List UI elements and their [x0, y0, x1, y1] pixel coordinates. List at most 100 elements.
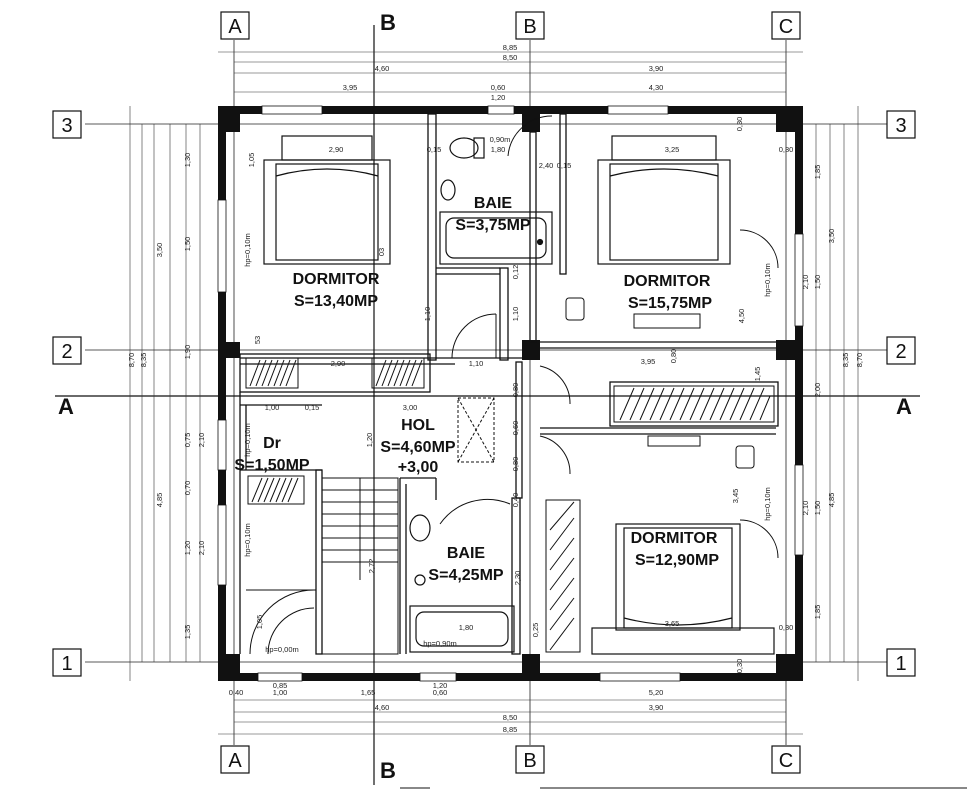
axis-grid [85, 40, 888, 745]
axis-label-top-c: C [779, 16, 793, 38]
dim-bot-left: 4,60 [375, 703, 390, 712]
interior-walls [239, 113, 779, 655]
section-label-left-a: A [58, 394, 74, 419]
staircase [246, 477, 399, 655]
axis-label-bottom-c: C [779, 750, 793, 772]
dim-right-inner: 8,35 [841, 353, 850, 368]
dim-in-120: 1,20 [365, 433, 374, 448]
dim-bot-g: 5,20 [649, 688, 664, 697]
dim-bot-c: 1,00 [273, 688, 288, 697]
dim-in-060: 0,60 [511, 421, 520, 436]
dim-in-325: 3,25 [665, 145, 680, 154]
dim-in-hp010b: hp=0,10m [243, 423, 252, 457]
dim-in-080a: 0,80 [511, 383, 520, 398]
dim-top-b: 0,60 [491, 83, 506, 92]
shafts [457, 297, 755, 469]
axis-label-top-b-section: B [380, 10, 396, 35]
dim-left-h: 2,10 [197, 433, 206, 448]
axis-label-bottom-b: B [523, 750, 536, 772]
room-name-dormitor-3: DORMITOR [631, 530, 718, 547]
dim-in-180a: 1,80 [491, 145, 506, 154]
dimension-lines [129, 51, 859, 735]
dim-in-345: 3,45 [731, 489, 740, 504]
bathroom1-fixtures [439, 137, 553, 265]
axis-label-top-b: B [523, 16, 536, 38]
dim-in-hp010c: hp=0,10m [243, 523, 252, 557]
dim-in-180b: 1,80 [459, 623, 474, 632]
dim-in-025: 0,25 [531, 623, 540, 638]
axis-labels-bottom: A B B C [220, 745, 801, 783]
dim-bot-e: 1,20 [433, 681, 448, 690]
dim-in-015c: 0,15 [305, 403, 320, 412]
room-area-dr: S=1,50MP [234, 457, 309, 474]
dim-in-110a: 1,10 [469, 359, 484, 368]
dim-in-hp090: hp=0,90m [423, 639, 457, 648]
dim-in-015b: 0,15 [557, 161, 572, 170]
section-lines [55, 25, 920, 785]
bed-dormitor3 [591, 523, 775, 655]
axis-label-bottom-a: A [228, 750, 242, 772]
room-level-hol: +3,00 [398, 459, 439, 476]
bathroom2-fixtures [409, 514, 515, 653]
dim-in-040: 0,40 [511, 493, 520, 508]
dim-in-290b: 2,90 [331, 359, 346, 368]
dim-in-395: 3,95 [641, 357, 656, 366]
dim-bot-total-inner: 8,50 [503, 713, 518, 722]
room-name-dr: Dr [263, 435, 281, 452]
dim-in-030d: 0,30 [735, 117, 744, 132]
dim-top-c: 1,20 [491, 93, 506, 102]
dim-right-b: 1,50 [813, 275, 822, 290]
dim-top-d: 4,30 [649, 83, 664, 92]
dim-in-240: 2,40 [539, 161, 554, 170]
dim-bot-total-outer: 8,85 [503, 725, 518, 734]
dim-bot-f: 0,60 [433, 688, 448, 697]
dim-left-g: 1,35 [183, 625, 192, 640]
dim-in-105: 1,05 [255, 615, 264, 630]
structural-columns [226, 106, 795, 673]
dim-right-a: 1,85 [813, 165, 822, 180]
dim-left-outer: 8,70 [127, 353, 136, 368]
dim-top-total-inner: 8,50 [503, 53, 518, 62]
dim-in-030a: 0,30 [779, 145, 794, 154]
room-name-baie-2: BAIE [447, 545, 486, 562]
room-area-hol: S=4,60MP [380, 439, 455, 456]
dim-in-003: 03 [377, 248, 386, 256]
dim-top-left: 4,60 [375, 64, 390, 73]
dim-top-right: 3,90 [649, 64, 664, 73]
dim-right-outer: 8,70 [855, 353, 864, 368]
dim-right-bot: 4,85 [827, 493, 836, 508]
dim-in-090: 0,90m [490, 135, 511, 144]
axis-label-right-2: 2 [895, 341, 906, 363]
dim-left-top: 3,50 [155, 243, 164, 258]
dim-in-100a: 1,00 [265, 403, 280, 412]
dim-in-230: 2,30 [513, 571, 522, 586]
dim-right-top: 3,50 [827, 229, 836, 244]
dim-left-a: 1,30 [183, 153, 192, 168]
bed-dormitor1 [263, 135, 391, 265]
dim-right-e: 2,10 [801, 501, 810, 516]
dim-in-080b: 0,80 [511, 457, 520, 472]
dim-left-inner: 8,35 [139, 353, 148, 368]
axis-label-left-3: 3 [61, 115, 72, 137]
axis-label-bottom-b-section: B [380, 758, 396, 783]
dim-left-d: 0,75 [183, 433, 192, 448]
dim-in-030b: 0,30 [779, 623, 794, 632]
room-area-baie-2: S=4,25MP [428, 567, 503, 584]
dim-in-145: 1,45 [753, 367, 762, 382]
axis-label-left-1: 1 [61, 653, 72, 675]
dim-right-c: 2,10 [801, 275, 810, 290]
axis-labels-right: 3 2 1 A [886, 110, 916, 677]
dim-in-hp010e: hp=0,10m [763, 487, 772, 521]
dim-in-290a: 2,90 [329, 145, 344, 154]
dim-top-total-outer: 8,85 [503, 43, 518, 52]
dim-in-hp010d: hp=0,10m [763, 263, 772, 297]
axis-labels-top: A B B C [220, 10, 801, 40]
room-area-dormitor-2: S=15,75MP [628, 295, 712, 312]
dim-in-030c: 0,30 [735, 659, 744, 674]
dim-in-110b: 1,10 [423, 307, 432, 322]
room-name-hol: HOL [401, 417, 435, 434]
exterior-walls [217, 105, 804, 682]
axis-label-top-a: A [228, 16, 242, 38]
